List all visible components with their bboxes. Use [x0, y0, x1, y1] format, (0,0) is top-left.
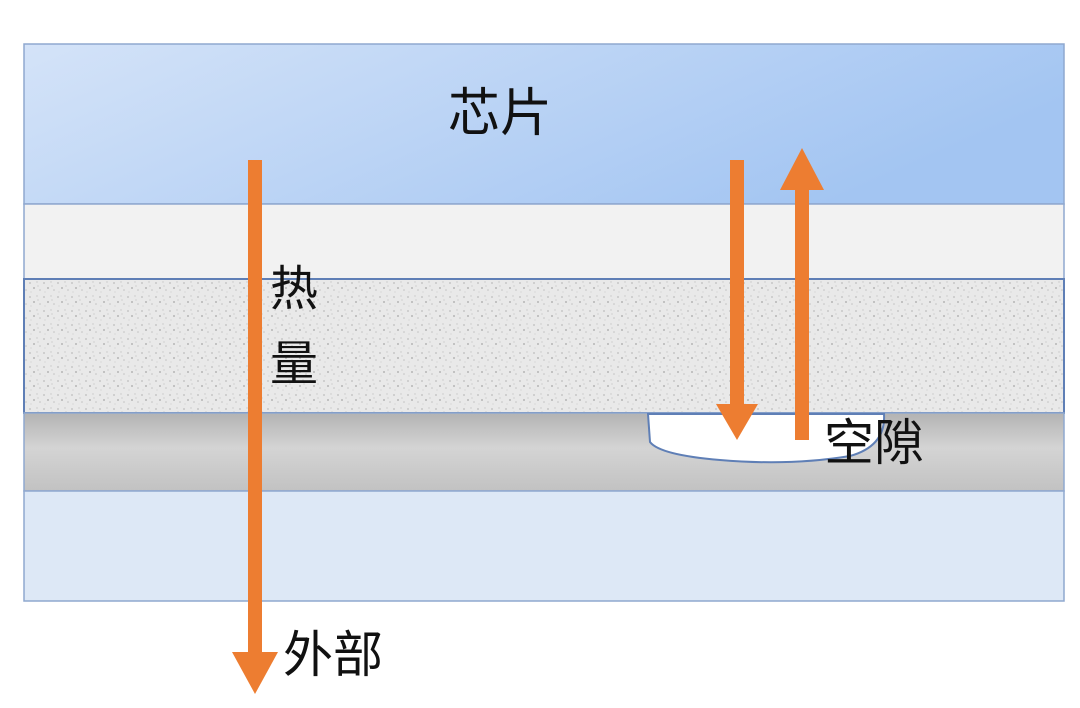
base-layer	[23, 490, 1065, 602]
chip-label: 芯片	[448, 84, 552, 144]
heat-down-arrow	[716, 160, 758, 440]
chip-layer	[23, 43, 1065, 205]
tim-layer	[23, 278, 1065, 414]
heat-label-top: 热	[270, 261, 318, 317]
heat-flow-arrow	[232, 160, 278, 694]
void-shape	[646, 413, 886, 464]
outside-label: 外部	[283, 626, 383, 684]
interface-layer	[23, 203, 1065, 280]
heat-reflect-arrow	[780, 148, 824, 440]
lid-layer	[23, 412, 1065, 492]
heat-label-bottom: 量	[270, 336, 318, 392]
void-label: 空隙	[824, 414, 924, 472]
